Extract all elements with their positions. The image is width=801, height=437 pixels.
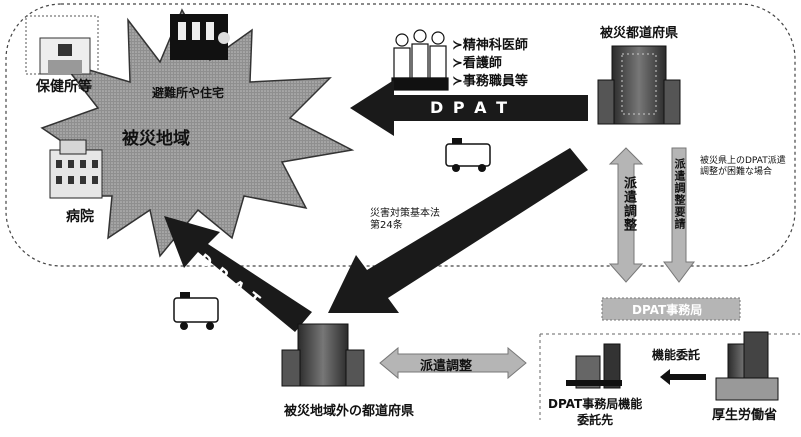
label-dpat-office: DPAT事務局 bbox=[632, 303, 703, 317]
ambulance-icon-2 bbox=[173, 292, 219, 330]
arrow-function-outsource bbox=[660, 369, 706, 385]
house-icon bbox=[170, 14, 230, 60]
label-disaster-area: 被災地域 bbox=[122, 129, 190, 149]
office-building-icon bbox=[597, 45, 681, 125]
label-hospital: 病院 bbox=[66, 209, 94, 225]
label-health-center: 保健所等 bbox=[36, 79, 92, 95]
label-law-note: 災害対策基本法 第24条 bbox=[370, 208, 440, 231]
label-side-note: 被災県上のDPAT派遣 調整が困難な場合 bbox=[700, 156, 786, 177]
arrow-dispatch-adjust-horizontal bbox=[379, 346, 527, 380]
clinic-icon bbox=[25, 15, 99, 75]
arrow-dpat-left bbox=[164, 216, 312, 332]
label-affected-prefecture: 被災都道府県 bbox=[600, 26, 679, 41]
hospital-icon bbox=[49, 139, 103, 199]
ambulance-icon bbox=[445, 138, 491, 172]
label-staff-nurse: ≻看護師 bbox=[452, 56, 502, 71]
medical-team-icon bbox=[391, 29, 449, 91]
label-office-function: DPAT事務局機能 委託先 bbox=[548, 397, 643, 427]
label-staff-clerk: ≻事務職員等 bbox=[452, 74, 528, 89]
label-dispatch-adjust-vertical: 派遣調整 bbox=[621, 176, 636, 232]
label-ministry: 厚生労働省 bbox=[712, 408, 778, 423]
label-dpat-top: D P A T bbox=[430, 98, 510, 117]
label-dispatch-adjust-request: 派遣調整要請 bbox=[673, 158, 686, 230]
arrow-dpat-request bbox=[328, 148, 588, 313]
office-building-icon-2 bbox=[281, 323, 365, 387]
label-staff-psychiatrist: ≻精神科医師 bbox=[452, 38, 528, 53]
ministry-building-icon bbox=[715, 331, 779, 401]
label-function-outsource: 機能委託 bbox=[652, 348, 701, 362]
arrow-dispatch-adjust-request bbox=[663, 147, 695, 283]
dpat-office-box bbox=[601, 297, 741, 321]
label-dispatch-adjust-horizontal: 派遣調整 bbox=[420, 359, 473, 374]
affected-region-frame bbox=[5, 3, 796, 267]
label-shelter: 避難所や住宅 bbox=[152, 86, 225, 100]
arrow-dispatch-adjust-vertical bbox=[608, 147, 644, 283]
label-other-prefecture: 被災地域外の都道府県 bbox=[284, 404, 415, 419]
office-building-icon-3 bbox=[566, 343, 622, 389]
arrow-dpat-top bbox=[350, 80, 588, 136]
